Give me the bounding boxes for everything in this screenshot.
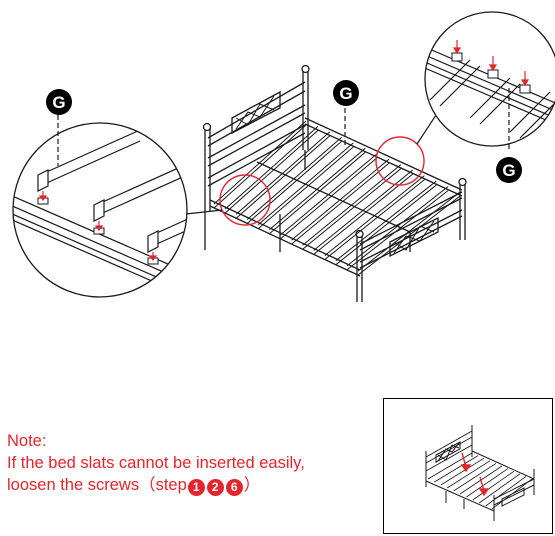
thumb-slat [466, 468, 509, 498]
slat-edge [313, 173, 413, 255]
svg-text:G: G [502, 161, 515, 180]
bed-frame [202, 64, 467, 302]
slat-edge [235, 131, 331, 215]
slat-edge [324, 179, 425, 260]
slat-edge [357, 195, 461, 276]
slat-edge [335, 180, 437, 262]
slat-edge [235, 135, 331, 219]
slat-edge [280, 153, 378, 236]
slat-edge [246, 137, 342, 220]
slat-edge [291, 158, 390, 241]
thumb-slat [446, 460, 491, 489]
step-number-badge: 1 [187, 479, 205, 496]
part-g-badge-center: G [333, 80, 359, 106]
thumb-slat [434, 455, 479, 483]
slat-edge [224, 130, 319, 214]
thumb-slat [440, 457, 485, 486]
slat-edge [357, 191, 461, 272]
slat-edge [346, 186, 449, 267]
note-title: Note: [7, 432, 47, 450]
reference-thumbnail [383, 398, 553, 534]
thumbnail-bed-illustration [425, 425, 535, 521]
connector-line-right [416, 111, 439, 145]
thumb-slat [453, 463, 497, 492]
highlight-circle-right [375, 136, 425, 186]
slat-edge [335, 184, 437, 266]
slat-edge [280, 157, 378, 240]
svg-text:G: G [52, 93, 65, 112]
highlight-circle-left [219, 174, 271, 226]
slat-edge [324, 175, 425, 256]
slat-edge [269, 151, 366, 235]
thumb-slat [427, 452, 473, 480]
slat-edge [257, 142, 354, 225]
part-g-badge-left: G [46, 89, 72, 115]
slat-edge [302, 168, 402, 250]
slat-edge [213, 124, 307, 209]
slats [213, 120, 461, 276]
step-number-badge: 6 [225, 479, 243, 496]
thumb-slat [491, 478, 533, 510]
note-line-2-suffix: ） [243, 476, 261, 494]
slat-edge [291, 162, 390, 245]
part-g-badge-right: G [496, 157, 522, 183]
svg-text:G: G [339, 84, 352, 103]
slat-edge [269, 147, 366, 231]
insert-arrows-left [38, 191, 158, 261]
note-line-1: If the bed slats cannot be inserted easi… [7, 454, 305, 472]
slat-edge [246, 141, 342, 224]
zoom-detail-right [424, 11, 555, 147]
thumb-slat [478, 473, 521, 504]
note-line-2-prefix: loosen the screws（step [7, 476, 187, 494]
step-number-badge: 2 [206, 479, 224, 496]
slat-edge [257, 146, 354, 229]
thumb-slat [472, 470, 515, 501]
slat-edge [313, 169, 413, 251]
slat-edge [224, 126, 319, 210]
slat-edge [302, 164, 402, 246]
connector-line-left [185, 209, 223, 215]
thumbnail-red-arrows [460, 452, 490, 497]
note-block: Note: If the bed slats cannot be inserte… [7, 430, 387, 496]
slat-edge [213, 120, 307, 205]
thumb-slat [485, 476, 527, 507]
insert-arrows-right [452, 40, 530, 87]
slat-edge [346, 190, 449, 271]
